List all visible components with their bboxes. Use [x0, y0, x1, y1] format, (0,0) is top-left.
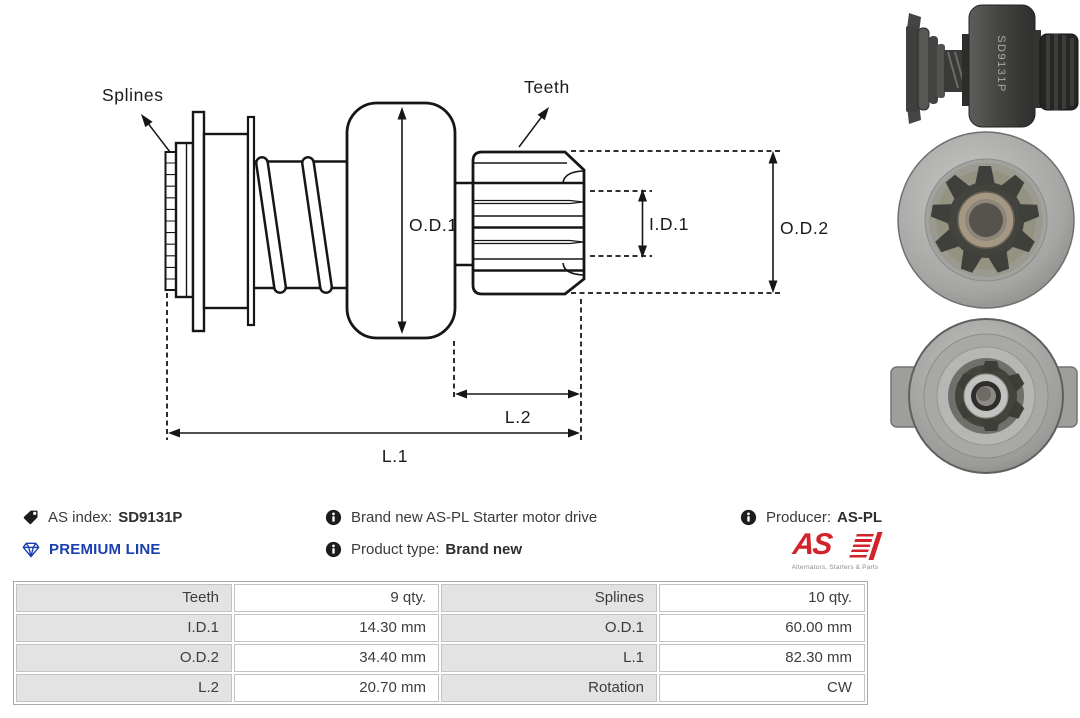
l2-dimension: L.2: [455, 389, 580, 427]
technical-drawing: O.D.1 Splines: [102, 77, 829, 466]
product-type-value: Brand new: [445, 541, 523, 558]
spline-hatch: [166, 162, 176, 280]
spec-label: Teeth: [16, 584, 232, 612]
photo-part-marking: SD9131P: [995, 35, 1007, 93]
spec-value: 60.00 mm: [659, 614, 865, 642]
od1-dimension: O.D.1: [397, 107, 458, 334]
l1-dimension: L.1: [168, 428, 580, 466]
description-row: Brand new AS-PL Starter motor drive: [325, 509, 597, 526]
product-photo-side-view: SD9131P: [906, 4, 1079, 128]
as-index-row: AS index: SD9131P: [22, 509, 182, 526]
spec-value: 82.30 mm: [659, 644, 865, 672]
as-index-value: SD9131P: [118, 509, 183, 526]
od2-dimension: O.D.2: [768, 151, 829, 293]
id1-dimension: I.D.1: [638, 189, 689, 258]
spec-value: 20.70 mm: [234, 674, 439, 702]
spec-label: I.D.1: [16, 614, 232, 642]
spec-value: 14.30 mm: [234, 614, 439, 642]
pinion-gear-outline: [471, 150, 586, 296]
spec-label: L.2: [16, 674, 232, 702]
info-icon: [740, 509, 757, 526]
teeth-label: Teeth: [524, 77, 570, 97]
spec-value: CW: [659, 674, 865, 702]
spec-label: O.D.1: [441, 614, 657, 642]
clutch-body-outline: [345, 101, 457, 340]
as-pl-logo: AS Alternators, Starters & Parts: [791, 528, 883, 571]
od2-label: O.D.2: [780, 218, 829, 238]
id1-label: I.D.1: [649, 214, 689, 234]
info-icon: [325, 541, 342, 558]
as-logo-tagline: Alternators, Starters & Parts: [791, 564, 879, 571]
product-photos: SD9131P: [890, 4, 1079, 474]
premium-line-label: PREMIUM LINE: [49, 541, 161, 558]
spec-label: Splines: [441, 584, 657, 612]
producer-value: AS-PL: [837, 509, 883, 526]
product-photo-rear-view: [890, 318, 1078, 474]
product-description: Brand new AS-PL Starter motor drive: [351, 509, 598, 526]
splines-label: Splines: [102, 85, 164, 105]
od1-label: O.D.1: [409, 215, 458, 235]
as-logo-text: AS: [791, 528, 833, 561]
l1-label: L.1: [382, 446, 408, 466]
teeth-callout: Teeth: [518, 77, 570, 148]
spec-label: Rotation: [441, 674, 657, 702]
spec-label: L.1: [441, 644, 657, 672]
spring-coil: [255, 156, 333, 294]
diamond-icon: [22, 542, 40, 557]
product-type-row: Product type: Brand new: [325, 541, 522, 558]
info-icon: [325, 509, 342, 526]
spec-value: 10 qty.: [659, 584, 865, 612]
premium-line-row: PREMIUM LINE: [22, 541, 161, 558]
as-index-label: AS index:: [48, 509, 113, 526]
product-type-label: Product type:: [351, 541, 440, 558]
splines-callout: Splines: [102, 85, 171, 153]
spec-value: 9 qty.: [234, 584, 439, 612]
tag-icon: [23, 510, 38, 525]
producer-label: Producer:: [766, 509, 832, 526]
spec-value: 34.40 mm: [234, 644, 439, 672]
extension-lines: [166, 150, 782, 440]
product-photo-front-view: [897, 131, 1075, 309]
producer-row: Producer: AS-PL: [740, 509, 882, 526]
spec-table: Teeth 9 qty. Splines 10 qty. I.D.1 14.30…: [13, 581, 868, 705]
l2-label: L.2: [505, 407, 531, 427]
spec-label: O.D.2: [16, 644, 232, 672]
